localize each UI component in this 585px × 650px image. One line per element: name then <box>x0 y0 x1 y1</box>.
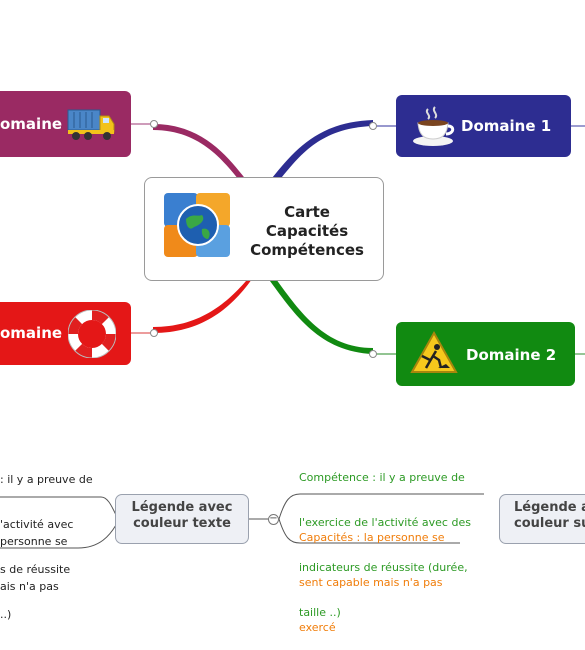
branch-domaine-2 <box>270 279 373 354</box>
domain-1-label: Domaine 1 <box>461 117 552 135</box>
branch-connectors <box>0 120 585 549</box>
legend-text-color-box[interactable]: Légende avec couleur texte <box>115 494 249 544</box>
branch-domaine-4 <box>153 124 248 186</box>
domain-4-label: omaine 4 <box>0 115 78 133</box>
central-topic-title: Carte Capacités Compétences <box>250 203 364 259</box>
branch-domaine-1 <box>272 120 373 182</box>
branch-domaine-3 <box>153 279 252 333</box>
branch-dot-domaine-1 <box>369 122 377 130</box>
coffee-cup-icon <box>413 106 455 146</box>
roadwork-sign-icon <box>410 330 458 373</box>
branch-dot-domaine-3 <box>150 329 158 337</box>
branch-dot-domaine-4 <box>150 120 158 128</box>
domain-node-4[interactable]: omaine 4 <box>0 91 131 157</box>
domain-3-label: omaine 3 <box>0 324 78 342</box>
lifebuoy-icon <box>68 310 116 358</box>
legend-capacite-text: Capacités : la personne se sent capable … <box>299 531 445 634</box>
domain-node-3[interactable]: omaine 3 <box>0 302 131 365</box>
domain-2-label: Domaine 2 <box>466 346 557 364</box>
truck-icon <box>67 109 115 140</box>
domain-node-2[interactable]: Domaine 2 <box>396 322 575 386</box>
left-note-capacite: personne se ais n'a pas <box>0 535 68 593</box>
collapse-toggle[interactable]: − <box>268 513 279 525</box>
domain-node-1[interactable]: Domaine 1 <box>396 95 571 157</box>
legend-background-color-box[interactable]: Légende a couleur su <box>499 494 585 544</box>
branch-dot-domaine-2 <box>369 350 377 358</box>
puzzle-globe-icon <box>164 193 230 257</box>
